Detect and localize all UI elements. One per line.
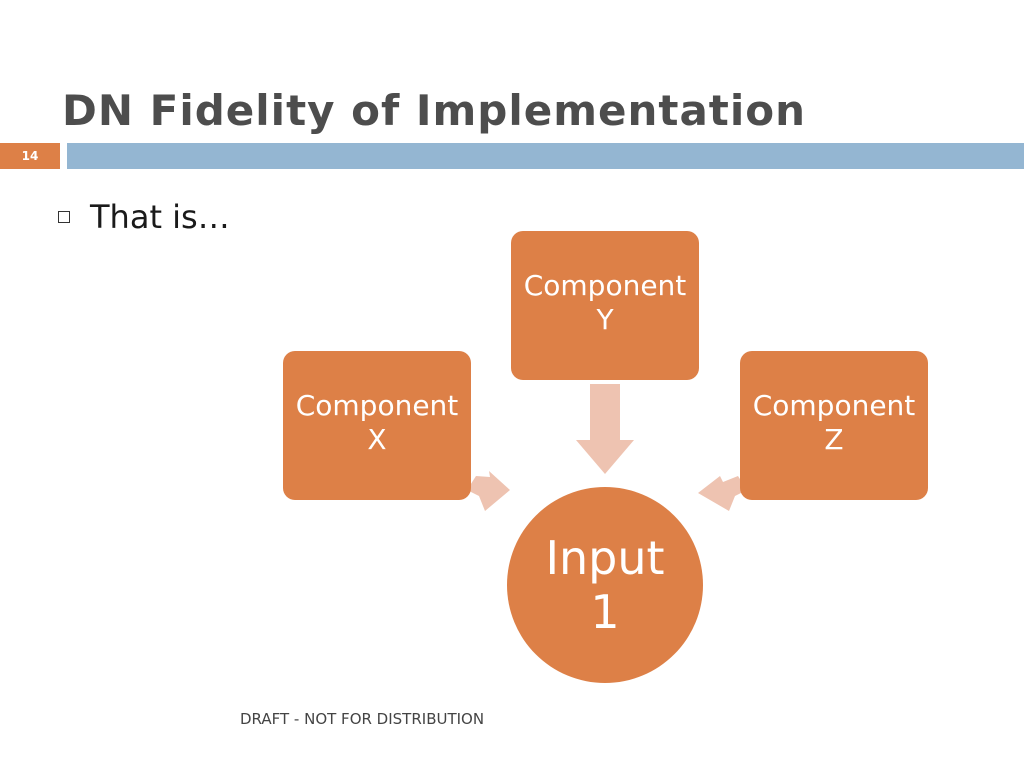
slide-title: DN Fidelity of Implementation xyxy=(62,86,807,135)
component-z-box: Component Z xyxy=(740,351,928,500)
bullet-item: That is… xyxy=(58,198,230,236)
page-number-badge: 14 xyxy=(0,143,60,169)
bullet-text: That is… xyxy=(90,198,230,236)
arrow-z-to-input xyxy=(698,476,747,511)
component-z-letter: Z xyxy=(824,423,844,456)
component-y-letter: Y xyxy=(596,303,614,336)
page-number: 14 xyxy=(21,149,39,163)
square-bullet-icon xyxy=(58,211,70,223)
input-label: Input xyxy=(545,531,665,585)
footer-text: DRAFT - NOT FOR DISTRIBUTION xyxy=(240,710,485,728)
component-y-label: Component xyxy=(523,269,687,302)
component-x-box: Component X xyxy=(283,351,471,500)
arrow-x-to-input xyxy=(467,471,510,511)
component-x-letter: X xyxy=(367,423,387,456)
title-underline-bar xyxy=(67,143,1024,169)
component-y-box: Component Y xyxy=(511,231,699,380)
input-number: 1 xyxy=(590,585,620,639)
component-x-label: Component xyxy=(295,389,459,422)
component-z-label: Component xyxy=(752,389,916,422)
arrow-y-to-input xyxy=(576,384,634,474)
input-circle: Input 1 xyxy=(507,487,703,683)
